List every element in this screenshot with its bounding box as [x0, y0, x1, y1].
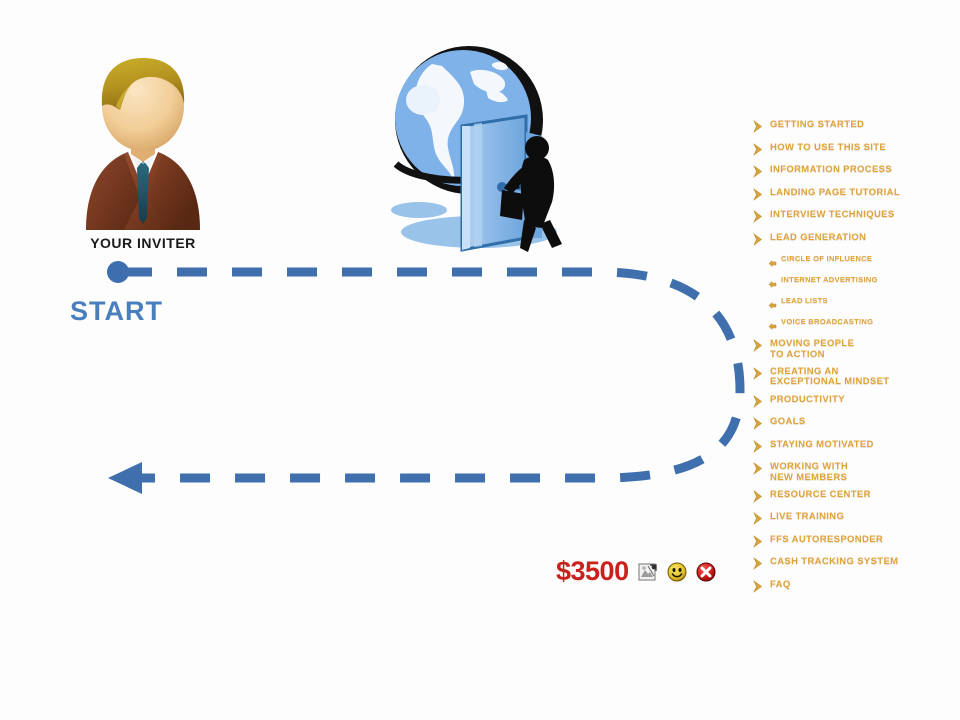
price-amount: $3500: [556, 556, 629, 586]
businessman-avatar-icon: [86, 58, 200, 230]
menu-item-landing-page-tutorial[interactable]: LANDING PAGE TUTORIAL: [752, 186, 957, 205]
menu-item-lead-lists[interactable]: LEAD LISTS: [768, 296, 957, 314]
menu-item-label: LEAD GENERATION: [770, 231, 867, 243]
menu-item-label: LANDING PAGE TUTORIAL: [770, 186, 900, 198]
menu-item-resource-center[interactable]: RESOURCE CENTER: [752, 488, 957, 507]
menu-item-information-process[interactable]: INFORMATION PROCESS: [752, 164, 957, 182]
menu-item-label: CIRCLE OF INFLUENCE: [781, 254, 873, 263]
chevron-right-icon: [752, 417, 765, 434]
menu-item-moving-people-to-action[interactable]: MOVING PEOPLE TO ACTION: [752, 338, 957, 360]
globe-doorway-businessman-icon: [391, 46, 562, 252]
menu-item-label: CASH TRACKING SYSTEM: [770, 556, 899, 568]
menu-item-creating-an-exceptional-mindset[interactable]: CREATING AN EXCEPTIONAL MINDSET: [752, 365, 957, 388]
menu-item-faq[interactable]: FAQ: [752, 578, 957, 597]
menu-item-label: WORKING WITH NEW MEMBERS: [770, 461, 849, 483]
chevron-right-icon: [752, 489, 765, 507]
smiley-face-icon[interactable]: [667, 562, 687, 582]
close-x-icon[interactable]: [696, 562, 716, 582]
menu-item-lead-generation[interactable]: LEAD GENERATION: [752, 231, 957, 250]
diamond-arrow-icon: [768, 319, 777, 335]
chevron-right-icon: [752, 534, 765, 552]
price-row: $3500: [556, 556, 716, 587]
menu-item-staying-motivated[interactable]: STAYING MOTIVATED: [752, 438, 957, 457]
diamond-arrow-icon: [768, 298, 777, 314]
menu-item-label: HOW TO USE THIS SITE: [770, 141, 887, 153]
diamond-arrow-icon: [768, 277, 777, 293]
chevron-right-icon: [752, 232, 765, 250]
menu-item-internet-advertising[interactable]: INTERNET ADVERTISING: [768, 275, 957, 293]
menu-item-cash-tracking-system[interactable]: CASH TRACKING SYSTEM: [752, 557, 957, 574]
menu-item-ffs-autoresponder[interactable]: FFS AUTORESPONDER: [752, 533, 957, 552]
start-dot: [107, 261, 129, 283]
chevron-right-icon: [752, 142, 765, 160]
inviter-label: YOUR INVITER: [90, 235, 196, 251]
menu-item-productivity[interactable]: PRODUCTIVITY: [752, 393, 957, 412]
chevron-right-icon: [752, 512, 765, 529]
chevron-right-icon: [752, 187, 765, 205]
chevron-right-icon: [752, 439, 765, 457]
menu-item-working-with-new-members[interactable]: WORKING WITH NEW MEMBERS: [752, 461, 957, 483]
broken-image-icon[interactable]: [637, 562, 658, 582]
start-label: START: [70, 296, 163, 326]
navigation-menu: GETTING STARTED HOW TO USE THIS SITE INFOR…: [752, 119, 957, 602]
menu-item-label: INTERNET ADVERTISING: [781, 275, 878, 284]
menu-item-getting-started[interactable]: GETTING STARTED: [752, 119, 957, 137]
chevron-right-icon: [752, 366, 765, 384]
chevron-right-icon: [752, 120, 765, 137]
menu-item-interview-techniques[interactable]: INTERVIEW TECHNIQUES: [752, 209, 957, 227]
menu-item-label: FAQ: [770, 578, 791, 590]
inviter-block: YOUR INVITER: [58, 48, 228, 251]
chevron-right-icon: [752, 165, 765, 182]
chevron-right-icon: [752, 579, 765, 597]
dashed-route: [122, 267, 745, 483]
chevron-right-icon: [752, 394, 765, 412]
menu-item-label: STAYING MOTIVATED: [770, 438, 874, 450]
menu-item-live-training[interactable]: LIVE TRAINING: [752, 512, 957, 529]
menu-item-label: FFS AUTORESPONDER: [770, 533, 884, 545]
chevron-right-icon: [752, 557, 765, 574]
menu-item-label: PRODUCTIVITY: [770, 393, 845, 405]
menu-item-circle-of-influence[interactable]: CIRCLE OF INFLUENCE: [768, 254, 957, 272]
menu-item-label: CREATING AN EXCEPTIONAL MINDSET: [770, 365, 890, 388]
menu-item-label: LIVE TRAINING: [770, 511, 845, 523]
menu-item-voice-broadcasting[interactable]: VOICE BROADCASTING: [768, 317, 957, 335]
menu-item-label: RESOURCE CENTER: [770, 488, 871, 500]
menu-item-goals[interactable]: GOALS: [752, 416, 957, 434]
menu-item-label: GOALS: [770, 416, 806, 427]
route-arrowhead: [108, 462, 142, 494]
menu-item-label: LEAD LISTS: [781, 296, 828, 305]
menu-item-label: INTERVIEW TECHNIQUES: [770, 209, 895, 220]
menu-item-how-to-use-this-site[interactable]: HOW TO USE THIS SITE: [752, 141, 957, 160]
chevron-right-icon: [752, 210, 765, 227]
chevron-right-icon: [752, 462, 765, 479]
menu-item-label: VOICE BROADCASTING: [781, 317, 874, 326]
diamond-arrow-icon: [768, 256, 777, 272]
menu-item-label: MOVING PEOPLE TO ACTION: [770, 338, 855, 360]
chevron-right-icon: [752, 339, 765, 356]
menu-item-label: GETTING STARTED: [770, 119, 865, 130]
menu-item-label: INFORMATION PROCESS: [770, 164, 893, 175]
